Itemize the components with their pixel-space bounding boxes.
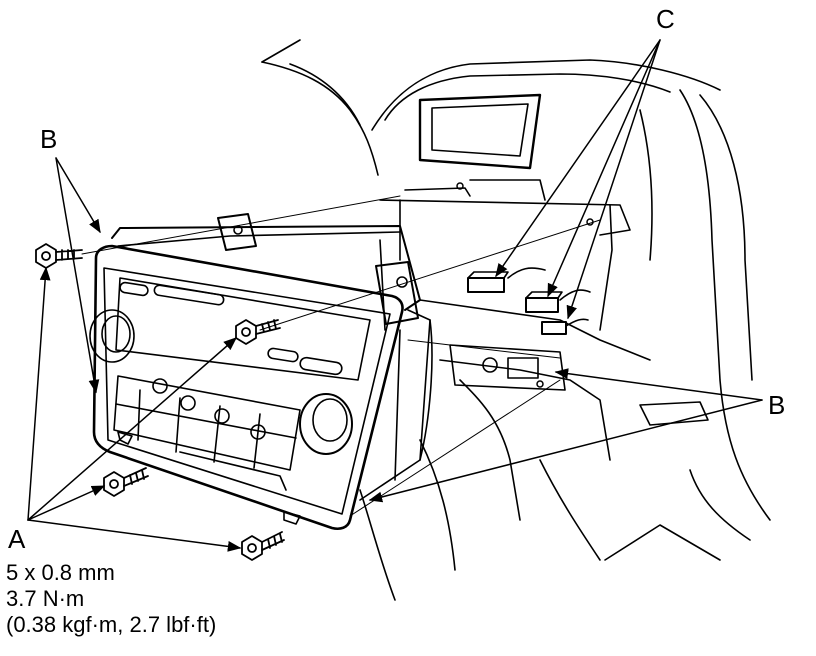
audio-unit [89, 213, 433, 531]
bolt-center [235, 319, 281, 345]
bolt-bottom [241, 531, 285, 561]
callout-b-right: B [768, 390, 786, 420]
dashboard-outline [261, 39, 771, 601]
connectors [467, 267, 591, 335]
torque-nm-text: 3.7 N·m [6, 586, 85, 611]
torque-alt-text: (0.38 kgf·m, 2.7 lbf·ft) [6, 612, 217, 637]
callout-b-left: B [40, 124, 58, 154]
bolts [35, 243, 285, 561]
callout-c: C [656, 4, 675, 34]
bolt-lower-left [103, 467, 149, 497]
callout-a: A [8, 524, 26, 554]
bolt-top-left [35, 243, 83, 269]
torque-spec: 5 x 0.8 mm 3.7 N·m (0.38 kgf·m, 2.7 lbf·… [6, 560, 216, 638]
bolt-size-text: 5 x 0.8 mm [6, 560, 115, 585]
leader-lines [27, 39, 763, 552]
